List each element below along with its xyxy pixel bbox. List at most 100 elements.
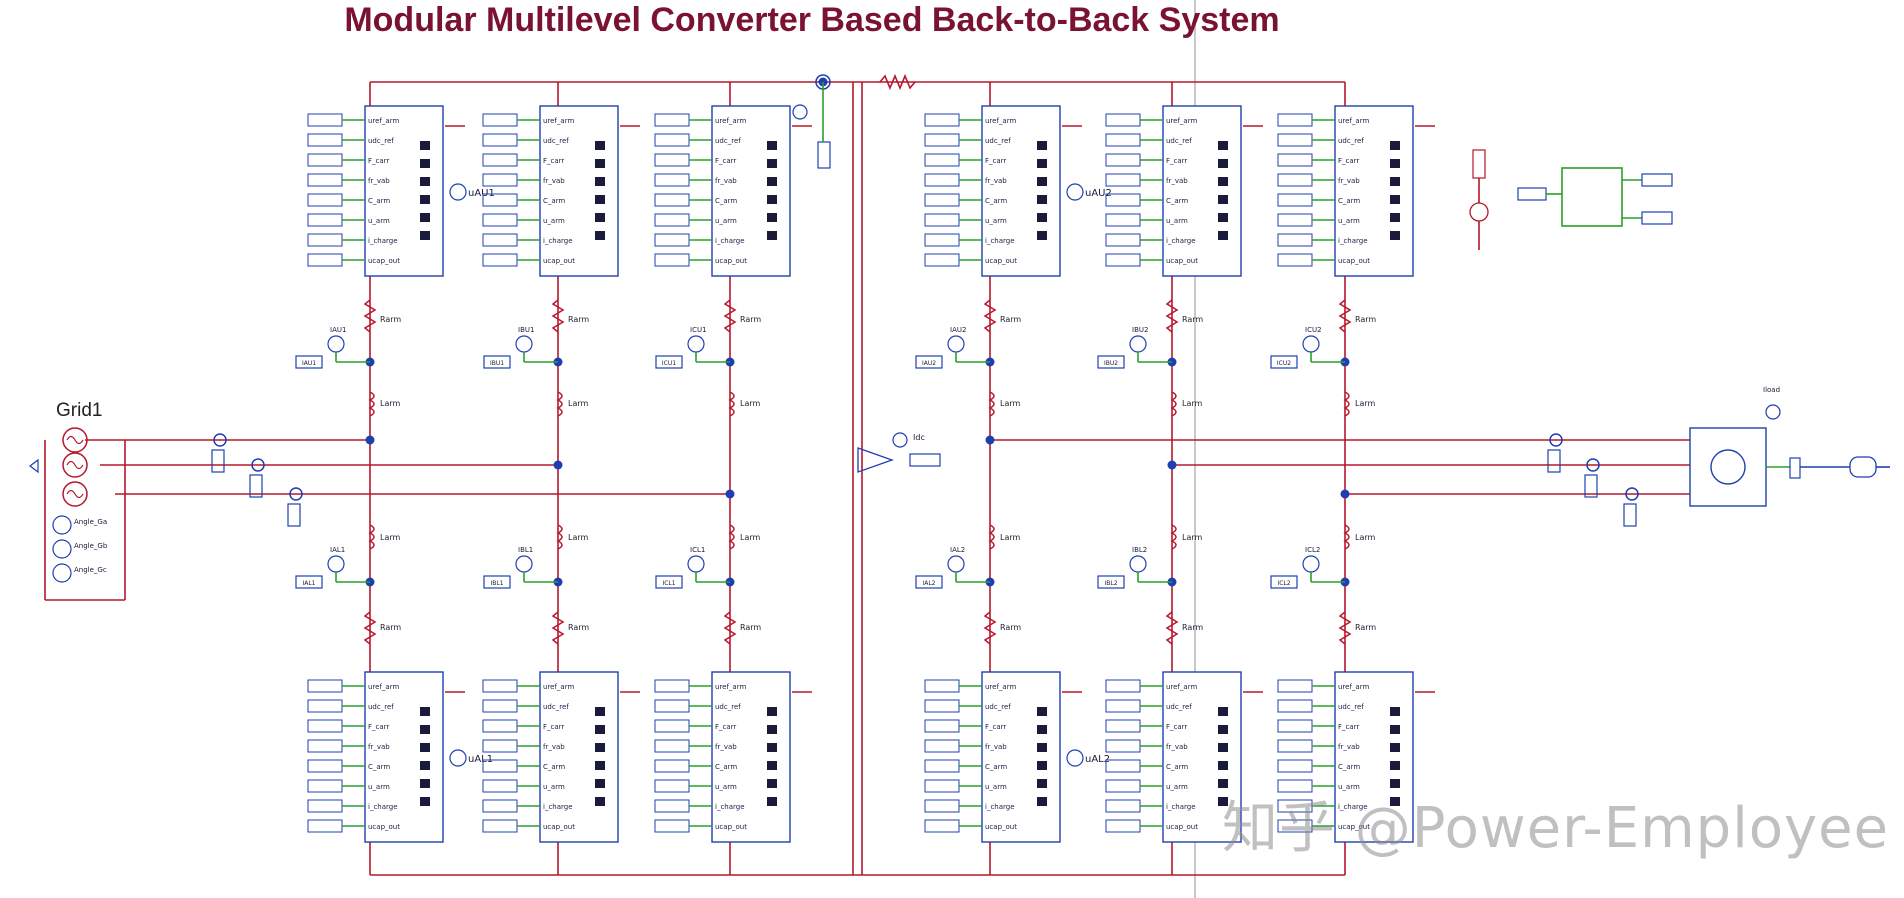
port-label: uref_arm xyxy=(715,117,746,125)
input-tag xyxy=(307,153,343,167)
block-voltmeter xyxy=(449,749,467,767)
voltage-probe xyxy=(213,433,227,447)
meter-tag-text: IAL2 xyxy=(922,580,935,587)
block-name: uAU2 xyxy=(1085,188,1112,199)
port-label: udc_ref xyxy=(715,703,741,711)
arm-label-r: Rarm xyxy=(1000,623,1021,632)
arm-label-l: Larm xyxy=(568,399,589,408)
port-label: ucap_out xyxy=(1166,257,1198,265)
input-tag xyxy=(924,739,960,753)
source-sine xyxy=(66,460,84,470)
output-port xyxy=(767,797,777,806)
port-label: fr_vab xyxy=(1166,177,1188,185)
input-tag xyxy=(482,679,518,693)
port-label: i_charge xyxy=(715,803,745,811)
port-label: u_arm xyxy=(985,217,1007,225)
arm-resistor-upper xyxy=(363,299,377,333)
port-label: C_arm xyxy=(985,763,1007,771)
port-label: fr_vab xyxy=(1338,177,1360,185)
output-port xyxy=(420,707,430,716)
arm-label-r: Rarm xyxy=(568,623,589,632)
meter-tag xyxy=(1270,355,1298,369)
port-label: ucap_out xyxy=(1338,257,1370,265)
block-body xyxy=(539,105,619,277)
arm-label-r: Rarm xyxy=(1355,315,1376,324)
mmc-submodule-block-ual2: uref_armudc_refF_carrfr_vabC_armu_armi_c… xyxy=(924,671,1110,843)
arm-label-l: Larm xyxy=(1000,399,1021,408)
output-port xyxy=(1218,743,1228,752)
block-body xyxy=(1162,105,1242,277)
input-tag xyxy=(307,819,343,833)
input-tag xyxy=(924,153,960,167)
block-body xyxy=(1334,105,1414,277)
input-tag xyxy=(924,719,960,733)
port-label: F_carr xyxy=(1338,723,1359,731)
port-label: i_charge xyxy=(1166,237,1196,245)
output-port xyxy=(767,231,777,240)
output-port xyxy=(1218,177,1228,186)
port-label: C_arm xyxy=(985,197,1007,205)
output-port xyxy=(1218,725,1228,734)
port-label: ucap_out xyxy=(985,257,1017,265)
input-tag xyxy=(1105,819,1141,833)
input-tag xyxy=(482,113,518,127)
arm-inductor-lower xyxy=(368,524,375,550)
arm-label-l: Larm xyxy=(740,533,761,542)
meter-tag-text: IAU2 xyxy=(922,360,936,367)
input-tag xyxy=(1277,193,1313,207)
meter-tag xyxy=(483,575,511,589)
voltage-probe xyxy=(1549,433,1563,447)
output-port xyxy=(595,159,605,168)
port-label: i_charge xyxy=(1338,237,1368,245)
port-label: uref_arm xyxy=(985,117,1016,125)
output-port xyxy=(1037,177,1047,186)
port-label: udc_ref xyxy=(715,137,741,145)
input-tag xyxy=(924,699,960,713)
input-tag xyxy=(482,819,518,833)
output-port xyxy=(1037,779,1047,788)
input-tag xyxy=(654,113,690,127)
port-label: F_carr xyxy=(543,157,564,165)
input-tag xyxy=(482,233,518,247)
arm-label-r: Rarm xyxy=(380,315,401,324)
output-port xyxy=(595,141,605,150)
output-port xyxy=(595,213,605,222)
mmc-submodule-block-ucu2: uref_armudc_refF_carrfr_vabC_armu_armi_c… xyxy=(1277,105,1435,277)
meter-name: ICL1 xyxy=(690,546,705,554)
ground-symbol xyxy=(29,458,39,474)
output-port xyxy=(767,159,777,168)
angle-label: Angle_Gb xyxy=(74,542,108,550)
meter-name: IBU2 xyxy=(1132,326,1148,334)
node-dot xyxy=(553,460,563,470)
arm-label-l: Larm xyxy=(1355,533,1376,542)
output-port xyxy=(767,761,777,770)
input-tag xyxy=(482,153,518,167)
arm-resistor-lower xyxy=(1165,611,1179,645)
output-port xyxy=(1390,177,1400,186)
port-label: i_charge xyxy=(715,237,745,245)
grid-label: Grid1 xyxy=(56,400,103,421)
output-port xyxy=(420,725,430,734)
misc-layer: RarmLarmLarmRarmIAU1IAU1IAL1IAL1RarmLarm… xyxy=(29,73,1890,645)
input-tag xyxy=(654,213,690,227)
arm-inductor-upper xyxy=(1170,391,1177,417)
meter-tag-text: IBU2 xyxy=(1104,360,1118,367)
port-label: C_arm xyxy=(543,763,565,771)
port-label: ucap_out xyxy=(1338,823,1370,831)
port-label: udc_ref xyxy=(1338,703,1364,711)
input-tag xyxy=(482,133,518,147)
output-port xyxy=(1218,195,1228,204)
port-label: ucap_out xyxy=(368,823,400,831)
input-tag xyxy=(1105,133,1141,147)
output-port xyxy=(1390,761,1400,770)
block-body xyxy=(1162,671,1242,843)
meter-name: IBL1 xyxy=(518,546,533,554)
arm-inductor-upper xyxy=(988,391,995,417)
output-port xyxy=(1390,231,1400,240)
output-port xyxy=(1037,707,1047,716)
output-port xyxy=(420,779,430,788)
port-label: uref_arm xyxy=(1338,117,1369,125)
wire-layer xyxy=(85,81,1690,876)
load-resistor xyxy=(1789,457,1801,479)
